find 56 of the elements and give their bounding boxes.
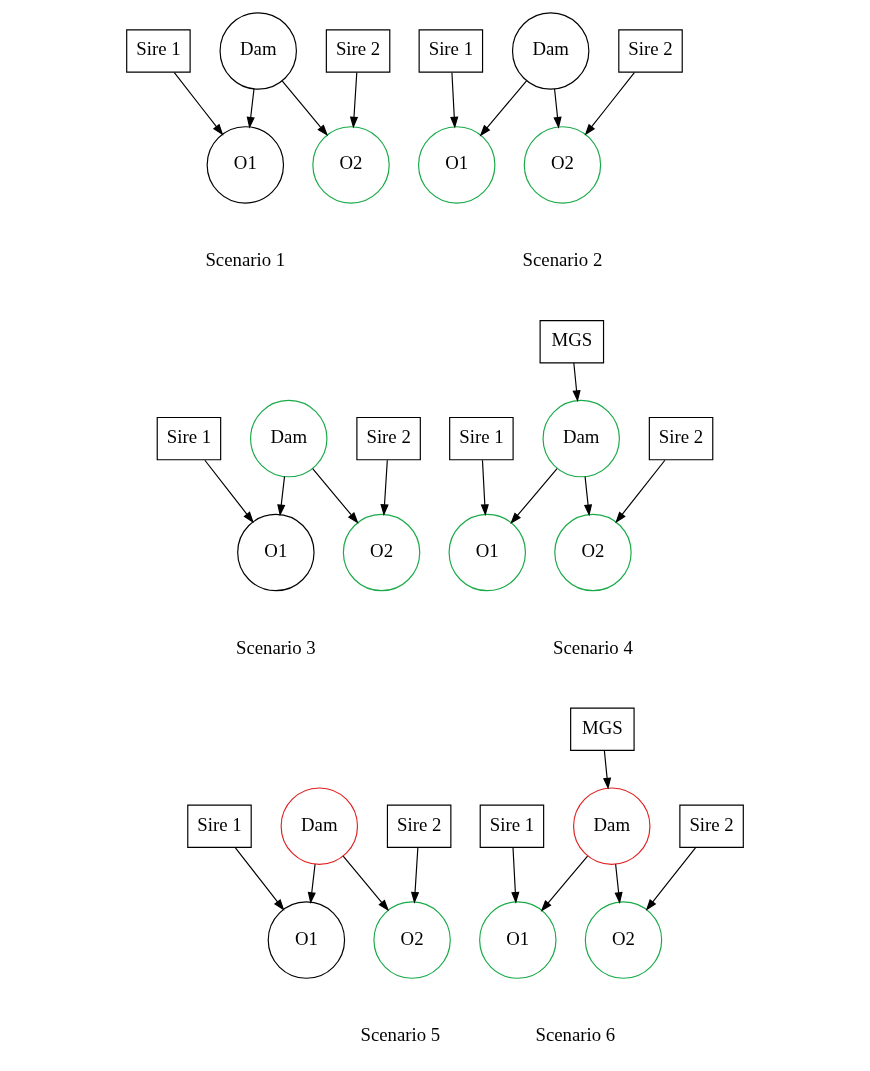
label: Scenario 4 xyxy=(553,636,633,658)
node-box: Sire 1 xyxy=(479,804,545,848)
arrow xyxy=(645,847,696,911)
node-circle: Dam xyxy=(280,787,359,865)
arrow xyxy=(450,72,459,129)
node-circle: O1 xyxy=(206,126,285,204)
arrow xyxy=(479,80,528,137)
arrow xyxy=(510,467,558,525)
label: Scenario 5 xyxy=(360,1024,441,1046)
node-circle: Dam xyxy=(219,12,297,90)
arrow xyxy=(173,72,224,136)
label: Scenario 6 xyxy=(535,1024,616,1046)
node-box: MGS xyxy=(539,320,605,364)
arrow xyxy=(615,459,666,524)
arrow xyxy=(480,459,489,517)
node-circle: O2 xyxy=(584,901,663,979)
arrow xyxy=(614,863,623,904)
arrow xyxy=(342,855,390,912)
arrow xyxy=(380,459,389,517)
node-circle: Dam xyxy=(573,787,651,865)
arrow xyxy=(583,476,593,517)
node-box: Sire 1 xyxy=(449,416,514,461)
arrow xyxy=(349,72,359,129)
node-circle: Dam xyxy=(542,399,620,478)
arrow xyxy=(584,72,635,136)
node-circle: Dam xyxy=(250,399,328,478)
arrow xyxy=(204,459,254,524)
arrow xyxy=(277,476,286,517)
arrow xyxy=(307,863,316,904)
arrow xyxy=(234,847,285,911)
node-box: Sire 2 xyxy=(618,29,683,73)
node-circle: O1 xyxy=(267,901,346,979)
arrow xyxy=(246,88,255,129)
arrow xyxy=(572,362,581,402)
node-box: Sire 2 xyxy=(325,29,391,73)
arrow xyxy=(312,467,359,524)
node-box: Sire 2 xyxy=(648,416,714,461)
node-box: Sire 1 xyxy=(156,416,222,461)
node-box: Sire 1 xyxy=(126,29,191,73)
arrow xyxy=(511,847,520,904)
arrow xyxy=(410,847,420,904)
label: Scenario 3 xyxy=(235,636,316,658)
node-circle: Dam xyxy=(511,12,590,90)
node-box: Sire 2 xyxy=(679,804,744,848)
node-box: Sire 1 xyxy=(187,804,252,848)
arrow xyxy=(281,80,329,137)
node-box: Sire 1 xyxy=(418,29,484,73)
node-box: Sire 2 xyxy=(356,416,421,461)
arrow xyxy=(540,855,589,912)
node-circle: O2 xyxy=(523,126,602,204)
node-box: MGS xyxy=(570,707,635,751)
label: Scenario 1 xyxy=(205,249,286,271)
node-box: Sire 2 xyxy=(386,804,452,848)
arrow xyxy=(603,749,612,790)
label: Scenario 2 xyxy=(522,249,603,271)
arrow xyxy=(553,88,562,129)
